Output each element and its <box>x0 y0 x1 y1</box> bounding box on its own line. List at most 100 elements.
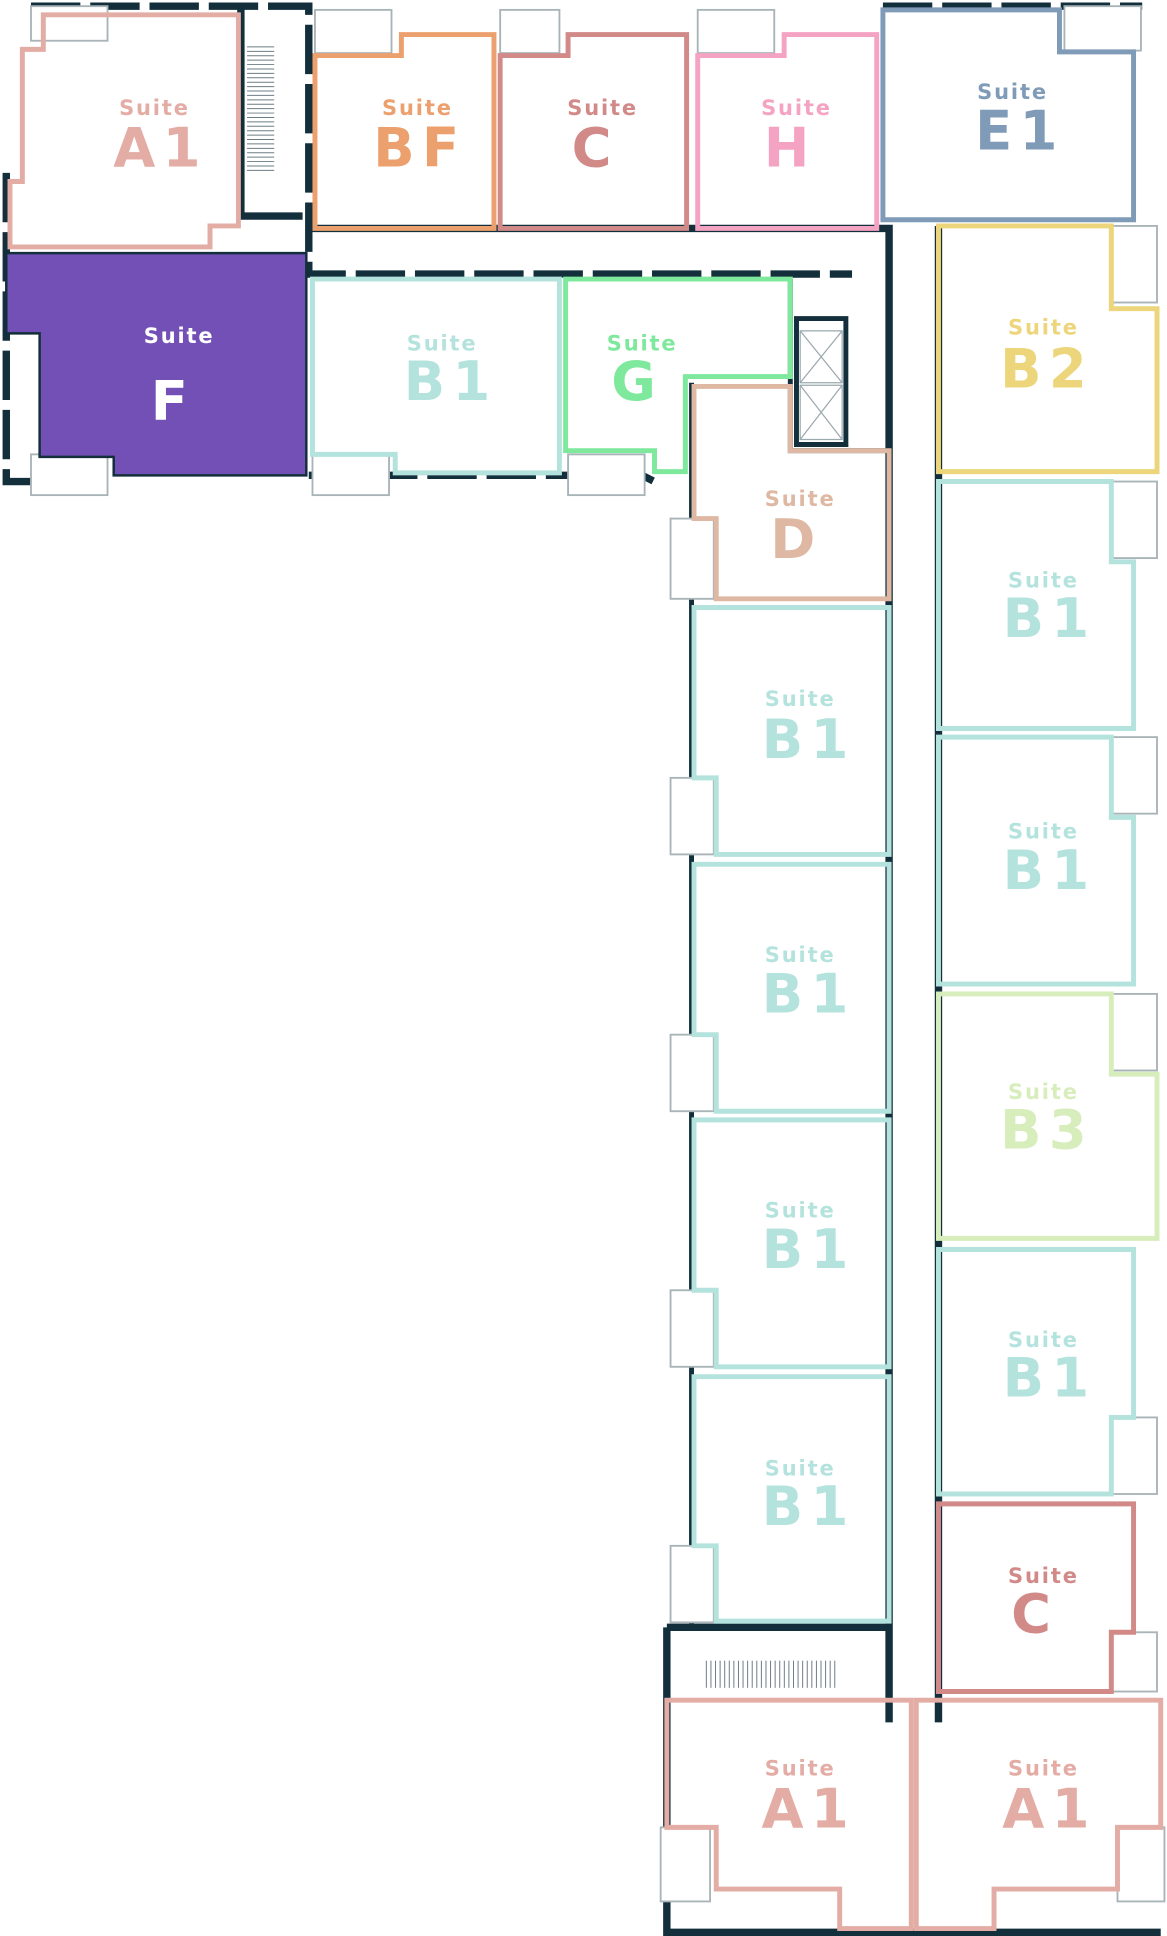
balcony <box>669 1033 715 1113</box>
suite-outline[interactable] <box>936 991 1160 1241</box>
suite-word: Suite <box>407 332 478 356</box>
suite-code: B1 <box>1003 587 1097 650</box>
balcony <box>669 776 715 856</box>
suite-outline[interactable] <box>691 1117 892 1370</box>
wall-segment <box>2 2 1143 486</box>
suite-outline[interactable] <box>664 1697 914 1932</box>
suite-outline[interactable] <box>936 479 1137 731</box>
balcony <box>567 453 646 497</box>
suite-word: Suite <box>765 1198 836 1222</box>
suite-outline[interactable] <box>691 861 892 1114</box>
balcony <box>1116 1826 1166 1903</box>
elevator-icon <box>799 330 843 384</box>
suite-word: Suite <box>119 96 190 120</box>
suite-word: Suite <box>765 1456 836 1480</box>
suite-code: E1 <box>975 99 1065 162</box>
suite-outline[interactable] <box>310 276 562 476</box>
suite-word: Suite <box>607 332 678 356</box>
suite-outline[interactable] <box>936 1247 1137 1497</box>
suite-code: B1 <box>762 708 856 771</box>
suite-outline[interactable] <box>691 383 892 602</box>
suite-outline[interactable] <box>695 32 880 231</box>
balcony <box>1110 480 1158 560</box>
balcony <box>1110 993 1158 1072</box>
suite-word: Suite <box>765 487 836 511</box>
balcony <box>659 1826 711 1903</box>
suite-word: Suite <box>144 324 215 348</box>
suite-code: C <box>1011 1582 1058 1645</box>
suite-word: Suite <box>567 96 638 120</box>
suite-word: Suite <box>382 96 453 120</box>
suite-code: B1 <box>762 1218 856 1281</box>
balcony <box>499 8 561 55</box>
suite-code: BF <box>373 117 466 180</box>
suite-word: Suite <box>761 96 832 120</box>
suite-code: B1 <box>762 1475 856 1538</box>
suite-outline[interactable] <box>497 32 690 231</box>
suite-code: A1 <box>113 117 208 180</box>
suite-outline[interactable] <box>936 734 1137 987</box>
suite-word: Suite <box>765 687 836 711</box>
suite-code: H <box>764 117 817 180</box>
suite-word: Suite <box>765 943 836 967</box>
suite-outline[interactable] <box>563 276 793 475</box>
balcony <box>314 8 393 55</box>
suite-code: A1 <box>1002 1777 1097 1840</box>
suite-code: B1 <box>1003 1346 1097 1409</box>
suite-code: B1 <box>1003 839 1097 902</box>
balcony <box>669 1544 715 1624</box>
suite-code: C <box>572 117 619 180</box>
suite-outline[interactable] <box>936 1501 1137 1694</box>
elevator-icon <box>799 384 843 441</box>
suite-word: Suite <box>1008 1080 1079 1104</box>
balcony <box>1063 5 1142 52</box>
balcony <box>1110 1631 1158 1693</box>
suite-outline[interactable] <box>5 251 308 477</box>
suite-outline[interactable] <box>913 1697 1164 1932</box>
suite-outline[interactable] <box>936 223 1160 475</box>
suite-word: Suite <box>977 80 1048 104</box>
suite-code: G <box>611 350 663 413</box>
suite-word: Suite <box>1008 316 1079 340</box>
suites-layer: SuiteA1SuiteBFSuiteCSuiteHSuiteE1SuiteFS… <box>5 7 1164 1932</box>
suite-code: D <box>770 508 823 571</box>
suite-word: Suite <box>1008 1756 1079 1780</box>
suite-outline[interactable] <box>312 32 497 231</box>
suite-word: Suite <box>1008 569 1079 593</box>
balcony <box>696 8 776 55</box>
suite-code: B2 <box>1000 338 1094 401</box>
balcony <box>669 517 715 600</box>
suite-word: Suite <box>1008 819 1079 843</box>
balcony <box>30 453 109 497</box>
suite-outline[interactable] <box>691 605 892 857</box>
suite-outline[interactable] <box>880 7 1137 223</box>
stairs-icon <box>705 1660 836 1688</box>
suite-outline[interactable] <box>7 12 241 250</box>
balcony <box>1110 1416 1158 1495</box>
balcony <box>669 1289 715 1368</box>
suite-code: A1 <box>762 1777 857 1840</box>
suite-outline[interactable] <box>691 1374 892 1624</box>
